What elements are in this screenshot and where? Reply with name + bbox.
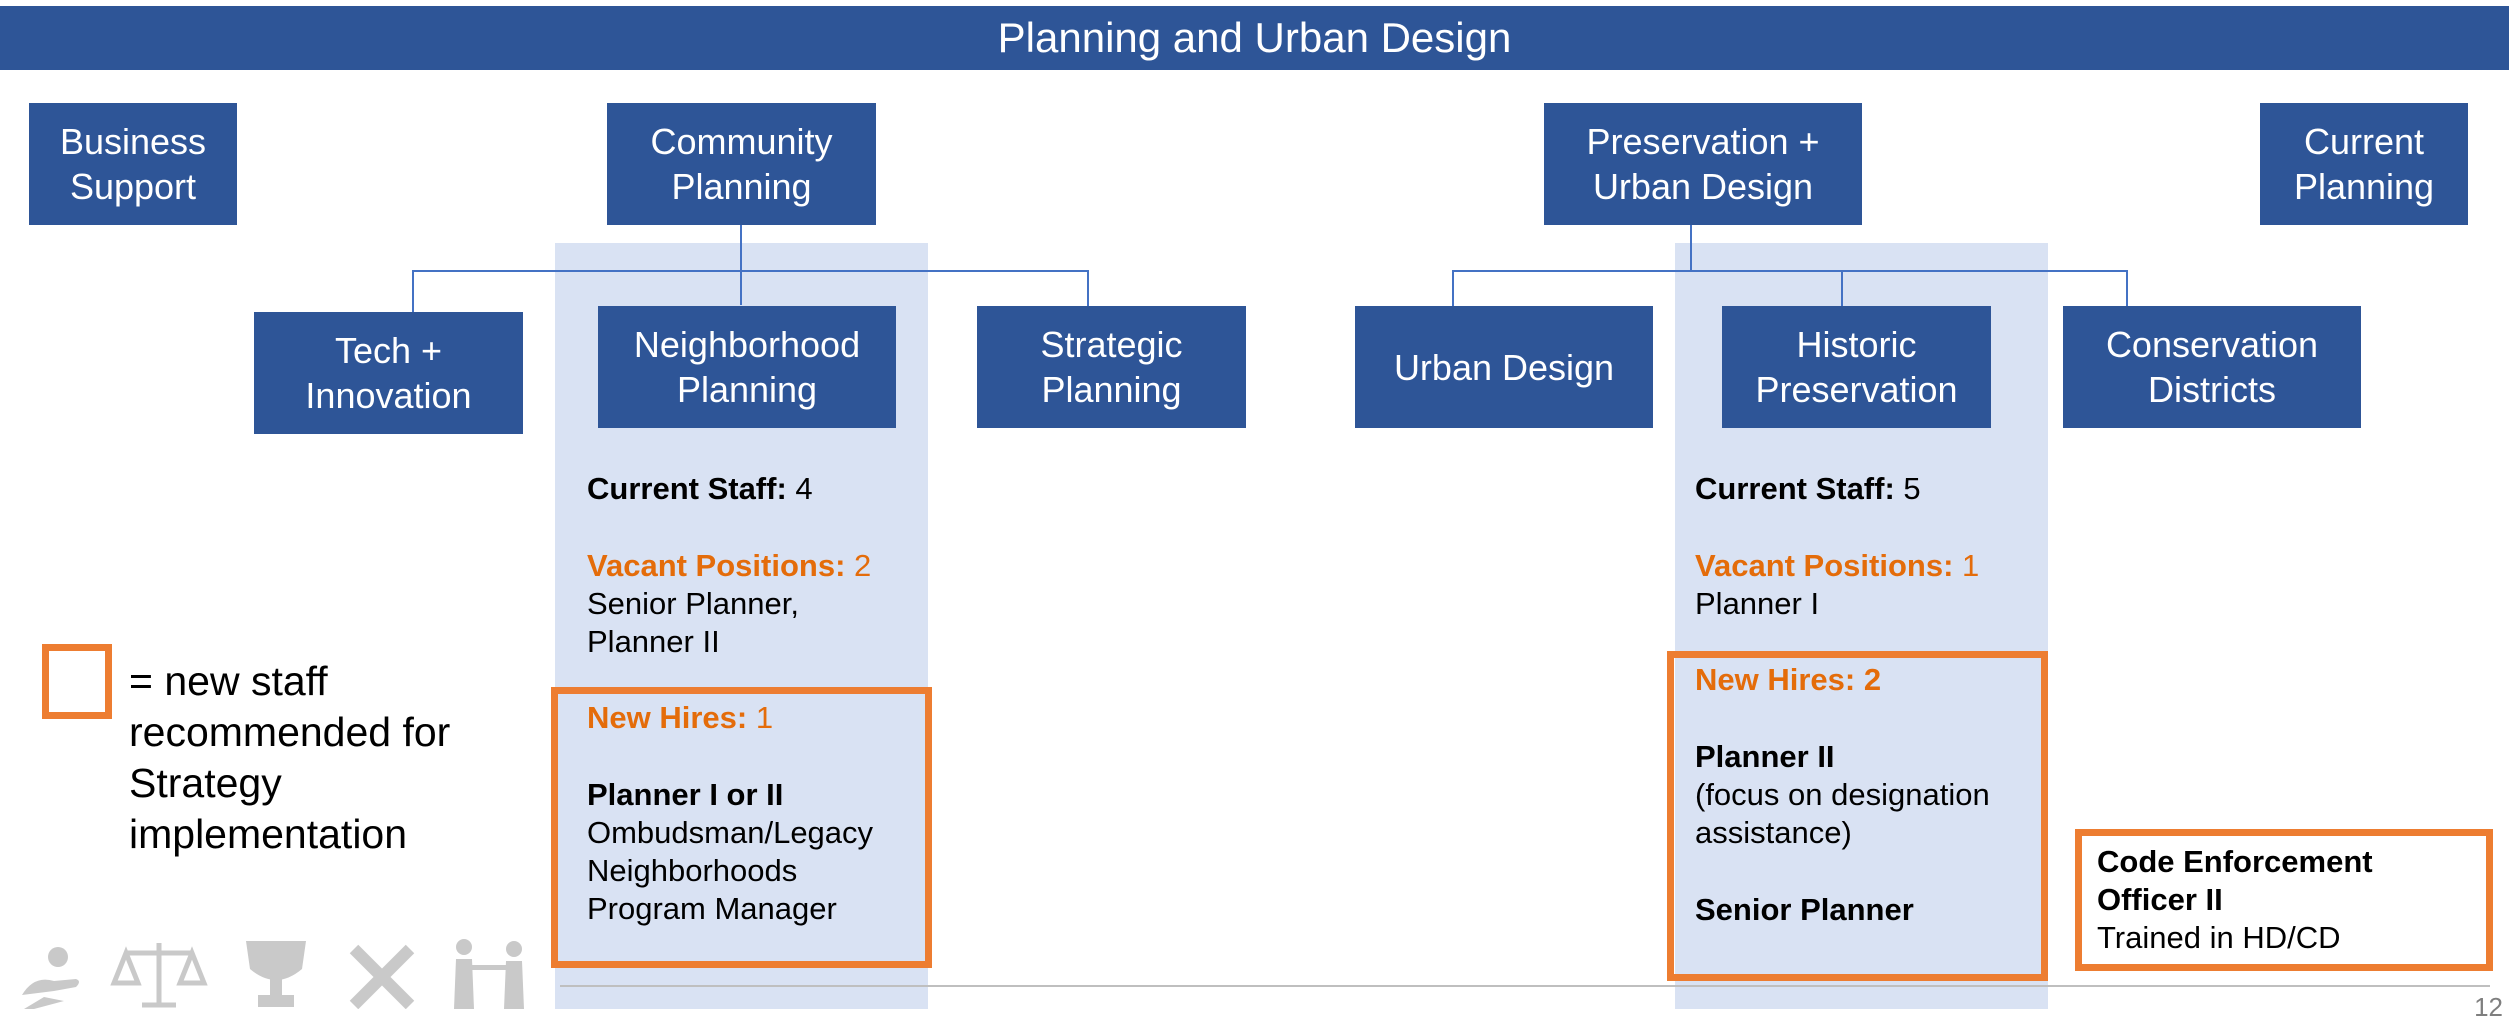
vacant-role: Senior Planner, — [587, 586, 799, 621]
historic-new-hires: New Hires: 2 — [1695, 661, 1881, 699]
footer-icons — [22, 939, 524, 1009]
unit-label-line: Current — [2303, 121, 2425, 162]
code-enforcement-new-staff-box — [2075, 829, 2493, 971]
connector-strategic-drop — [1087, 270, 1089, 306]
neighborhood-current-staff: Current Staff: 4 — [587, 470, 813, 508]
connector-preservation-horizontal — [1452, 270, 2128, 272]
connector-community-horizontal — [412, 270, 1089, 272]
unit-label-line: Tech + — [334, 330, 443, 371]
hire-title: Planner I or II — [587, 777, 784, 812]
connector-tech-drop — [412, 270, 414, 312]
hire-title: Planner II — [1695, 739, 1835, 774]
vacant-label: Vacant Positions: — [1695, 548, 1954, 583]
hire-desc-line: Ombudsman/Legacy — [587, 815, 874, 850]
legend-text: = new staff recommended for Strategy imp… — [129, 656, 450, 860]
unit-historic-preservation: Historic Preservation — [1722, 306, 1991, 428]
code-enforcement-text: Code Enforcement Officer II Trained in H… — [2097, 843, 2373, 957]
vacant-role: Planner II — [587, 624, 720, 659]
service-hand-icon — [22, 947, 79, 1009]
connector-community-vertical — [740, 225, 742, 305]
unit-community-planning: Community Planning — [607, 103, 876, 225]
unit-label-line: Strategic — [1040, 324, 1183, 365]
org-chart-title-text: Planning and Urban Design — [997, 14, 1512, 61]
unit-label-line: Planning — [1041, 369, 1182, 410]
vacant-label: Vacant Positions: — [587, 548, 846, 583]
hire-desc-line: assistance) — [1695, 815, 1852, 850]
justice-scales-icon — [110, 943, 208, 1008]
new-hires-label: New Hires: 2 — [1695, 662, 1882, 697]
unit-label-line: Neighborhood — [633, 324, 861, 365]
vacant-value: 2 — [845, 548, 872, 583]
unit-strategic-planning: Strategic Planning — [977, 306, 1246, 428]
code-enforcement-title-line: Officer II — [2097, 882, 2223, 917]
unit-conservation-districts: Conservation Districts — [2063, 306, 2361, 428]
connector-preservation-vertical — [1690, 225, 1692, 272]
vacant-role: Planner I — [1695, 586, 1820, 621]
unit-label-line: Districts — [2148, 369, 2276, 410]
unit-tech-innovation: Tech + Innovation — [254, 312, 523, 434]
new-hires-value: 1 — [747, 700, 774, 735]
unit-current-planning: Current Planning — [2260, 103, 2468, 225]
legend-line: recommended for — [129, 709, 451, 755]
unit-label-line: Planning — [2293, 166, 2435, 207]
unit-label-line: Innovation — [305, 375, 472, 416]
legend-line: Strategy — [129, 760, 282, 806]
staff-value: 5 — [1894, 471, 1921, 506]
unit-label-line: Preservation + — [1586, 121, 1820, 162]
historic-new-staff-box — [1667, 651, 2048, 981]
historic-vacant-roles: Planner I — [1695, 585, 1819, 623]
unit-label-line: Urban Design — [1393, 346, 1615, 388]
unit-label-line: Community — [650, 121, 833, 162]
org-chart-title: Planning and Urban Design — [0, 6, 2509, 70]
connector-historic-drop — [1841, 270, 1843, 306]
staff-value: 4 — [786, 471, 813, 506]
unit-label-line: Urban Design — [1592, 166, 1814, 207]
unit-label-line: Business — [59, 121, 207, 162]
neighborhood-new-staff-box — [551, 687, 932, 968]
unit-urban-design: Urban Design — [1355, 306, 1653, 428]
code-enforcement-desc: Trained in HD/CD — [2097, 920, 2341, 955]
hire-desc-line: Neighborhoods — [587, 853, 798, 888]
vacant-value: 1 — [1953, 548, 1980, 583]
hire-desc-line: Program Manager — [587, 891, 837, 926]
unit-label-line: Conservation — [2105, 324, 2319, 365]
staff-label: Current Staff: — [587, 471, 787, 506]
code-enforcement-title-line: Code Enforcement — [2097, 844, 2373, 879]
historic-new-hire-1: Planner II (focus on designation assista… — [1695, 738, 1990, 852]
legend-swatch — [42, 644, 112, 719]
unit-preservation-urban-design: Preservation + Urban Design — [1544, 103, 1862, 225]
connector-conservation-drop — [2126, 270, 2128, 306]
new-hires-label: New Hires: — [587, 700, 748, 735]
unit-label-line: Support — [69, 166, 197, 207]
page-number: 12 — [2474, 992, 2503, 1022]
unit-label-line: Preservation — [1755, 369, 1958, 410]
footer-divider — [560, 985, 2490, 987]
hire-title: Senior Planner — [1695, 892, 1914, 927]
unit-label-line: Planning — [671, 166, 812, 207]
collaboration-x-icon — [349, 944, 415, 1009]
legend-line: = new staff — [129, 658, 328, 704]
unit-label-line: Planning — [676, 369, 818, 410]
connector-urban-design-drop — [1452, 270, 1454, 306]
neighborhood-vacant-roles: Senior Planner, Planner II — [587, 585, 799, 661]
neighborhood-new-hires: New Hires: 1 — [587, 699, 773, 737]
people-icon — [454, 939, 524, 1009]
legend-line: implementation — [129, 811, 408, 857]
unit-label-line: Historic — [1796, 324, 1917, 365]
hire-desc-line: (focus on designation — [1695, 777, 1990, 812]
historic-vacant-positions: Vacant Positions: 1 — [1695, 547, 1979, 585]
staff-label: Current Staff: — [1695, 471, 1895, 506]
unit-business-support: Business Support — [29, 103, 237, 225]
neighborhood-new-hire: Planner I or II Ombudsman/Legacy Neighbo… — [587, 776, 873, 928]
trophy-icon — [246, 941, 306, 1007]
historic-current-staff: Current Staff: 5 — [1695, 470, 1921, 508]
unit-neighborhood-planning: Neighborhood Planning — [598, 306, 896, 428]
historic-new-hire-2: Senior Planner — [1695, 891, 1914, 929]
neighborhood-vacant-positions: Vacant Positions: 2 — [587, 547, 871, 585]
